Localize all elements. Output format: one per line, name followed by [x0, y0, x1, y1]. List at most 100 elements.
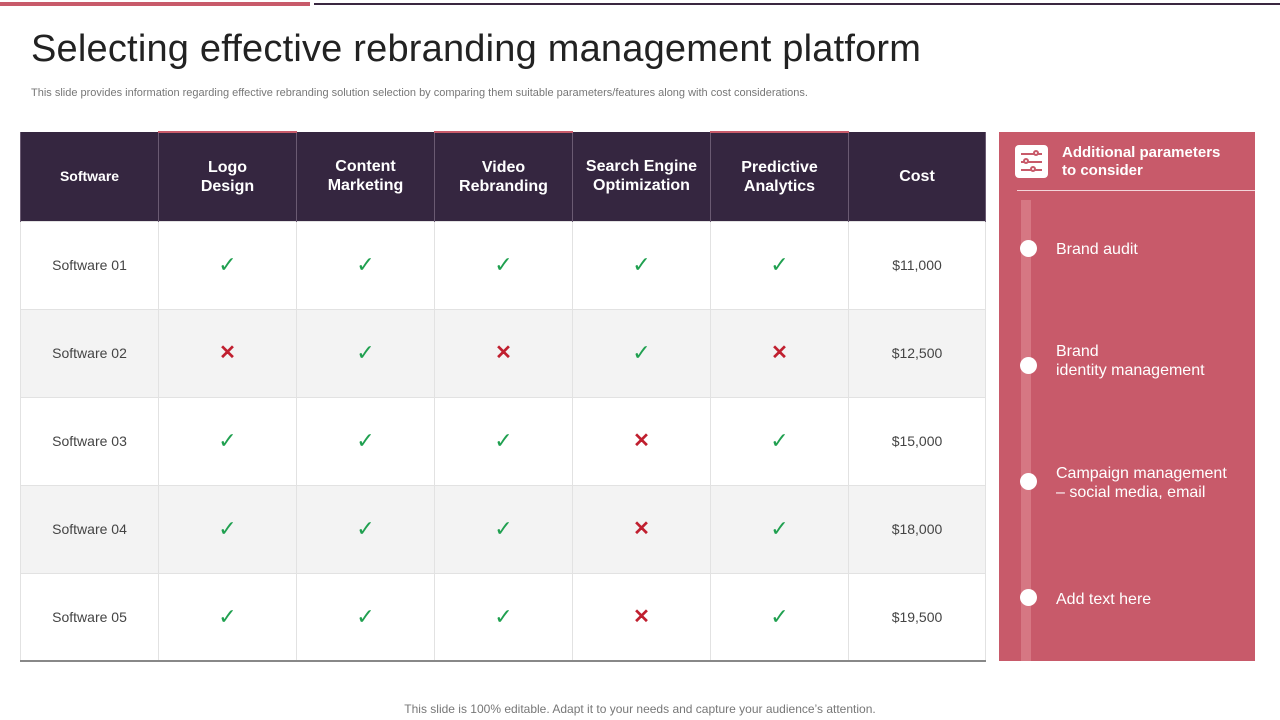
software-name: Software 01: [20, 220, 159, 310]
parameter-item: Brand audit: [1056, 240, 1246, 259]
check-icon: ✓: [434, 220, 573, 310]
check-icon: ✓: [218, 516, 237, 541]
panel-heading-line: to consider: [1062, 162, 1143, 179]
cross-icon: ✕: [572, 396, 711, 486]
cross-icon: ✕: [633, 518, 650, 540]
header-text: Search Engine: [585, 158, 698, 176]
parameter-text: Campaign management: [1056, 465, 1227, 482]
slider-knob: [1023, 158, 1029, 164]
check-icon: ✓: [494, 516, 513, 541]
software-name: Software 02: [20, 308, 159, 398]
timeline-track: [1021, 200, 1031, 661]
cross-icon: ✕: [710, 308, 849, 398]
parameter-item: Add text here: [1056, 590, 1246, 609]
check-icon: ✓: [296, 484, 435, 574]
check-icon: ✓: [710, 220, 849, 310]
check-icon: ✓: [158, 484, 297, 574]
check-icon: ✓: [710, 484, 849, 574]
check-icon: ✓: [356, 428, 375, 453]
sliders-icon: [1015, 145, 1048, 178]
check-icon: ✓: [632, 252, 651, 277]
check-icon: ✓: [218, 252, 237, 277]
header-text: Analytics: [743, 177, 816, 195]
parameter-text: Add text here: [1056, 591, 1152, 608]
cross-icon: ✕: [219, 342, 236, 364]
footer-note: This slide is 100% editable. Adapt it to…: [404, 702, 876, 716]
check-icon: ✓: [296, 220, 435, 310]
check-icon: ✓: [434, 484, 573, 574]
software-name: Software 03: [20, 396, 159, 486]
check-icon: ✓: [632, 340, 651, 365]
check-icon: ✓: [356, 603, 375, 629]
parameter-text: Brand: [1056, 343, 1099, 360]
header-cost: Cost: [848, 132, 986, 221]
header-text: Optimization: [593, 177, 690, 195]
timeline-dot: [1020, 357, 1037, 374]
timeline-dot: [1020, 240, 1037, 257]
header-text: Content: [335, 158, 396, 176]
parameter-item: Brand identity management: [1056, 342, 1246, 380]
check-icon: ✓: [494, 252, 513, 277]
cross-icon: ✕: [633, 430, 650, 452]
header-text: Logo: [207, 158, 248, 176]
check-icon: ✓: [218, 603, 237, 629]
software-name: Software 05: [20, 572, 159, 662]
panel-heading: Additional parameters to consider: [1062, 144, 1247, 180]
cost-value: $19,500: [848, 572, 986, 662]
check-icon: ✓: [494, 603, 513, 629]
cross-icon: ✕: [572, 484, 711, 574]
check-icon: ✓: [158, 572, 297, 662]
check-icon: ✓: [296, 396, 435, 486]
check-icon: ✓: [296, 308, 435, 398]
check-icon: ✓: [572, 308, 711, 398]
check-icon: ✓: [494, 428, 513, 453]
slider-knob: [1030, 166, 1036, 172]
header-text: Predictive: [741, 158, 818, 176]
check-icon: ✓: [296, 572, 435, 662]
panel-divider: [1017, 190, 1255, 191]
cross-icon: ✕: [158, 308, 297, 398]
header-text: Marketing: [327, 177, 404, 195]
check-icon: ✓: [710, 396, 849, 486]
slider-line: [1021, 161, 1042, 163]
page-title: Selecting effective rebranding managemen…: [31, 28, 922, 70]
check-icon: ✓: [770, 428, 789, 453]
top-accent-bar: [0, 2, 310, 6]
check-icon: ✓: [434, 572, 573, 662]
parameter-text: – social media, email: [1056, 484, 1206, 501]
check-icon: ✓: [710, 572, 849, 662]
timeline-dot: [1020, 473, 1037, 490]
page-subtitle: This slide provides information regardin…: [31, 87, 808, 99]
cross-icon: ✕: [495, 342, 512, 364]
check-icon: ✓: [158, 220, 297, 310]
table-row: Software 03 ✓ ✓ ✓ ✕ ✓ $15,000: [20, 396, 986, 486]
check-icon: ✓: [770, 603, 789, 629]
table-row: Software 02 ✕ ✓ ✕ ✓ ✕ $12,500: [20, 308, 986, 398]
top-rule: [314, 3, 1280, 5]
cost-value: $11,000: [848, 220, 986, 310]
cost-value: $18,000: [848, 484, 986, 574]
header-text: Rebranding: [459, 177, 548, 195]
parameters-panel: Additional parameters to consider Brand …: [999, 132, 1255, 661]
check-icon: ✓: [572, 220, 711, 310]
slider-knob: [1033, 150, 1039, 156]
software-name: Software 04: [20, 484, 159, 574]
cross-icon: ✕: [771, 342, 788, 364]
check-icon: ✓: [356, 516, 375, 541]
table-row: Software 05 ✓ ✓ ✓ ✕ ✓ $19,500: [20, 572, 986, 662]
header-software: Software: [20, 132, 159, 221]
cost-value: $15,000: [848, 396, 986, 486]
cross-icon: ✕: [434, 308, 573, 398]
slider-line: [1021, 153, 1042, 155]
parameter-text: identity management: [1056, 362, 1205, 379]
check-icon: ✓: [356, 252, 375, 277]
cross-icon: ✕: [633, 605, 650, 628]
check-icon: ✓: [158, 396, 297, 486]
cost-value: $12,500: [848, 308, 986, 398]
